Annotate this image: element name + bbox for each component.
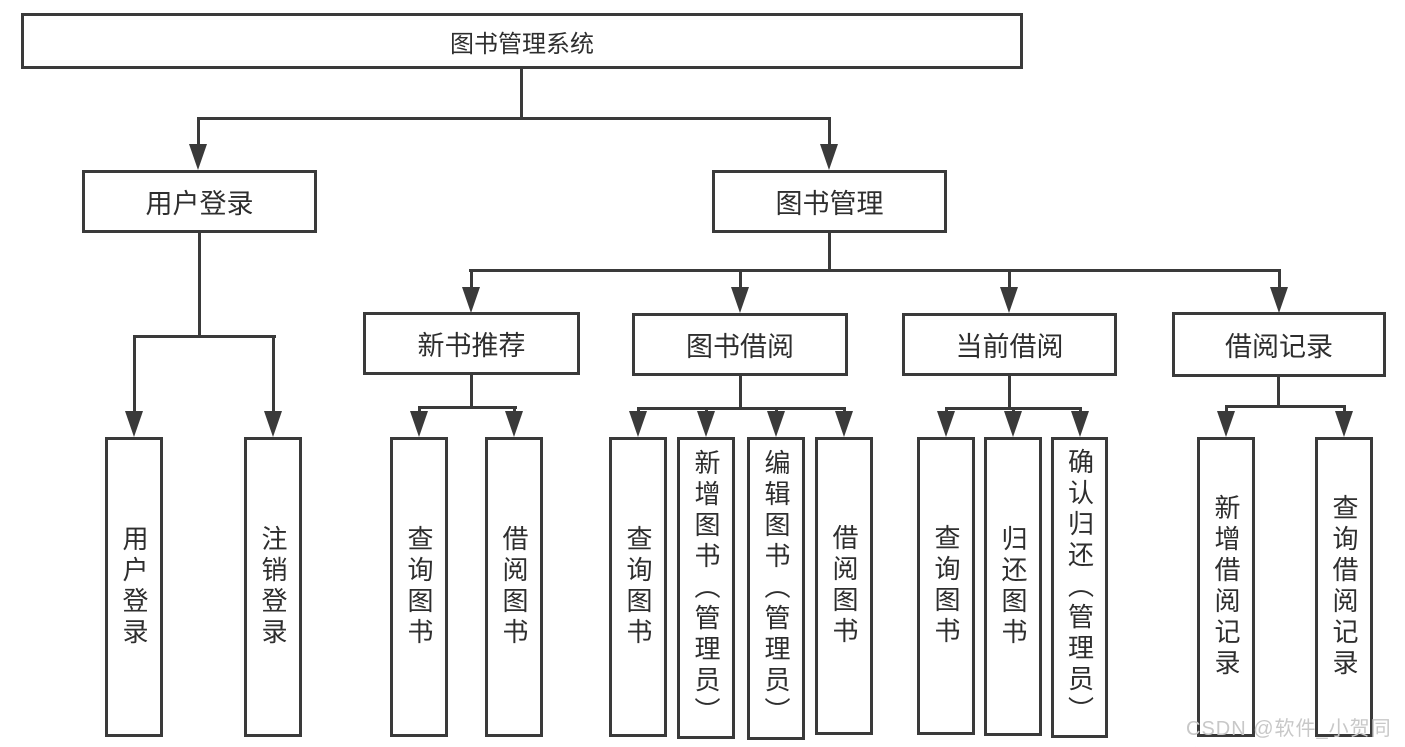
leaf-cb-return-books: 归还图书 [984, 437, 1042, 736]
node-book-management-label: 图书管理 [775, 189, 884, 219]
arrowhead-to-borrow-record [1270, 287, 1288, 313]
connector-drop-book-borrow [739, 269, 742, 288]
arrowhead-to-br-query [1335, 411, 1353, 437]
arrowhead-to-leaf-user-login [125, 411, 143, 437]
leaf-bb-query-books-label: 查询图书 [623, 525, 653, 649]
arrowhead-to-book-borrow [731, 287, 749, 313]
connector-drop-cb-return [1012, 407, 1015, 413]
leaf-bb-query-books: 查询图书 [609, 437, 667, 737]
node-new-book-recommend-label: 新书推荐 [417, 331, 526, 361]
arrowhead-to-cb-confirm [1071, 411, 1089, 437]
arrowhead-to-bb-borrow [835, 411, 853, 437]
arrowhead-to-bb-query [629, 411, 647, 437]
node-borrowing-records-label: 借阅记录 [1225, 332, 1333, 362]
connector-drop-book-management [828, 117, 831, 146]
leaf-br-query-record: 查询借阅记录 [1315, 437, 1373, 737]
connector-nbr-bar [418, 406, 517, 409]
node-current-borrowing-label: 当前借阅 [955, 332, 1064, 362]
csdn-watermark: CSDN @软件_小贺同学 [1186, 718, 1392, 740]
connector-drop-user-login [197, 117, 200, 146]
node-book-borrowing: 图书借阅 [632, 313, 848, 376]
connector-drop-bb-add [705, 407, 708, 413]
connector-bb-stem [739, 376, 742, 409]
leaf-cb-confirm-return: 确认归还（管理员） [1051, 437, 1108, 738]
connector-drop-borrow-record [1278, 269, 1281, 288]
connector-drop-bb-edit [775, 407, 778, 413]
leaf-logout: 注销登录 [244, 437, 302, 737]
connector-drop-leaf-logout [272, 335, 275, 413]
connector-drop-cb-query [945, 407, 948, 413]
arrowhead-to-br-add [1217, 411, 1235, 437]
node-borrowing-records: 借阅记录 [1172, 312, 1386, 377]
leaf-bb-add-books-label: 新增图书（管理员） [691, 448, 721, 728]
arrowhead-to-cb-return [1004, 411, 1022, 437]
connector-drop-br-query [1343, 405, 1346, 413]
node-library-system: 图书管理系统 [21, 13, 1023, 69]
arrowhead-to-bb-add [697, 411, 715, 437]
connector-drop-nbr-query [418, 406, 421, 413]
leaf-bb-borrow-books-label: 借阅图书 [829, 524, 859, 648]
connector-root-bar [197, 117, 831, 120]
leaf-logout-label: 注销登录 [258, 525, 288, 649]
connector-br-bar [1225, 405, 1346, 408]
node-book-borrowing-label: 图书借阅 [686, 332, 794, 362]
arrowhead-to-leaf-logout [264, 411, 282, 437]
arrowhead-to-nbr-borrow [505, 411, 523, 437]
node-library-system-label: 图书管理系统 [450, 30, 594, 58]
connector-drop-current-borrow [1008, 269, 1011, 288]
leaf-br-query-record-label: 查询借阅记录 [1329, 494, 1359, 680]
node-current-borrowing: 当前借阅 [902, 313, 1117, 376]
leaf-br-add-record-label: 新增借阅记录 [1211, 494, 1241, 680]
node-new-book-recommend: 新书推荐 [363, 312, 580, 375]
leaf-nbr-borrow-books: 借阅图书 [485, 437, 543, 737]
leaf-user-login-label: 用户登录 [119, 525, 149, 649]
node-user-login-group-label: 用户登录 [145, 189, 254, 219]
arrowhead-to-user-login [189, 144, 207, 170]
connector-drop-new-book-rec [470, 269, 473, 288]
leaf-bb-add-books: 新增图书（管理员） [677, 437, 735, 739]
arrowhead-to-book-management [820, 144, 838, 170]
leaf-cb-query-books-label: 查询图书 [931, 524, 961, 648]
connector-drop-bb-query [637, 407, 640, 413]
connector-user-login-stem [198, 233, 201, 337]
connector-root-stem [520, 69, 523, 119]
leaf-cb-confirm-return-label: 确认归还（管理员） [1064, 448, 1095, 727]
node-book-management: 图书管理 [712, 170, 947, 233]
leaf-nbr-query-books-label: 查询图书 [404, 525, 434, 649]
connector-nbr-stem [470, 375, 473, 408]
arrowhead-to-current-borrow [1000, 287, 1018, 313]
connector-book-mgmt-bar [469, 269, 1281, 272]
connector-drop-nbr-borrow [513, 406, 516, 413]
leaf-nbr-borrow-books-label: 借阅图书 [499, 525, 529, 649]
node-user-login-group: 用户登录 [82, 170, 317, 233]
connector-cb-stem [1008, 376, 1011, 409]
connector-bb-bar [637, 407, 846, 410]
connector-br-stem [1277, 377, 1280, 407]
connector-user-login-bar [133, 335, 276, 338]
leaf-bb-edit-books: 编辑图书（管理员） [747, 437, 805, 740]
leaf-br-add-record: 新增借阅记录 [1197, 437, 1255, 737]
leaf-cb-return-books-label: 归还图书 [998, 524, 1028, 649]
connector-drop-br-add [1225, 405, 1228, 413]
connector-drop-bb-borrow [843, 407, 846, 413]
arrowhead-to-new-book-rec [462, 287, 480, 313]
leaf-bb-edit-books-label: 编辑图书（管理员） [761, 449, 791, 728]
arrowhead-to-cb-query [937, 411, 955, 437]
connector-drop-cb-confirm [1079, 407, 1082, 413]
connector-drop-leaf-user-login [133, 335, 136, 413]
arrowhead-to-nbr-query [410, 411, 428, 437]
leaf-nbr-query-books: 查询图书 [390, 437, 448, 737]
connector-book-mgmt-stem [828, 233, 831, 272]
leaf-cb-query-books: 查询图书 [917, 437, 975, 735]
leaf-bb-borrow-books: 借阅图书 [815, 437, 873, 735]
leaf-user-login: 用户登录 [105, 437, 163, 737]
arrowhead-to-bb-edit [767, 411, 785, 437]
